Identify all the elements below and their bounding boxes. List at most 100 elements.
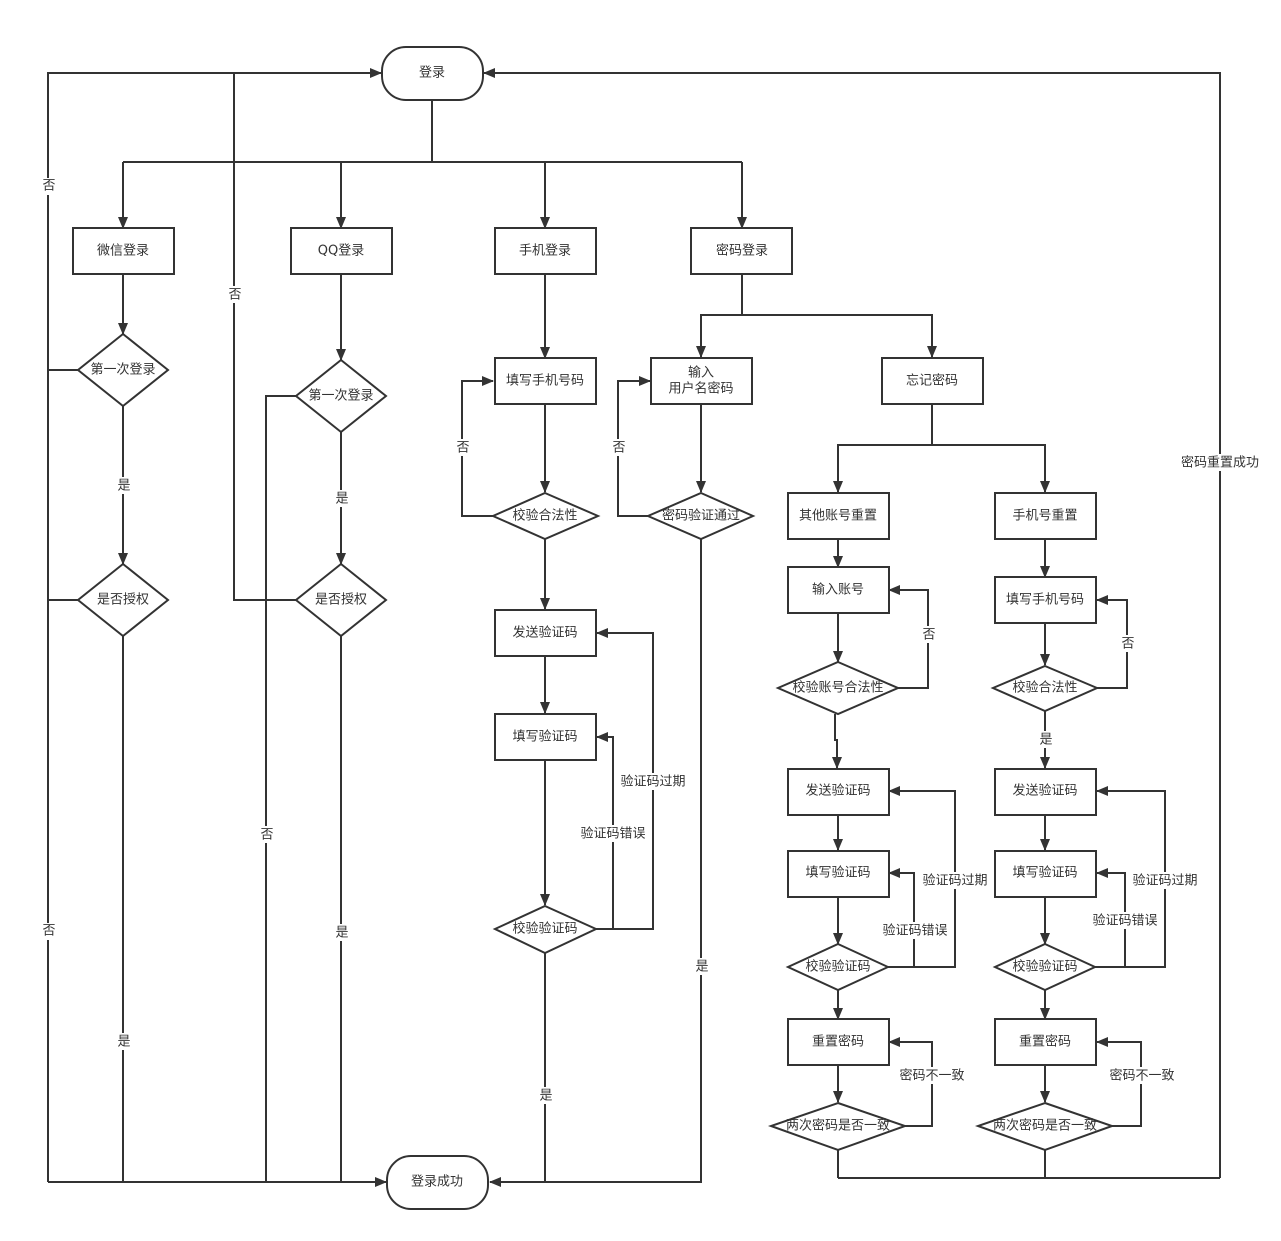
node-login-success: 登录成功 <box>386 1155 489 1210</box>
node-pwd-verify: 密码验证通过 <box>645 491 756 541</box>
label-qq-first-yes: 是 <box>335 492 348 507</box>
node-login: 登录 <box>381 46 484 101</box>
node-fill-phone-label: 填写手机号码 <box>506 374 584 389</box>
label-pwd-verify-yes: 是 <box>695 960 708 975</box>
node-fill-code-label: 填写验证码 <box>512 729 577 745</box>
node-qq-auth-label: 是否授权 <box>315 592 367 608</box>
node-wechat-login: 微信登录 <box>72 227 175 275</box>
edge-verify-yes <box>545 539 702 1183</box>
label-check-legal-no: 否 <box>456 441 469 456</box>
node-wechat-first: 第一次登录 <box>76 332 170 408</box>
node-l-send-code: 发送验证码 <box>787 768 890 816</box>
node-fill-phone: 填写手机号码 <box>494 357 597 405</box>
label-wechat-first-yes: 是 <box>117 479 130 494</box>
edge-checkacc-yes <box>832 714 842 769</box>
node-phone-login-label: 手机登录 <box>519 244 571 259</box>
node-l-fill-code-label: 填写验证码 <box>805 865 870 881</box>
node-l-check-code: 校验验证码 <box>785 942 891 992</box>
node-r-check-legal: 校验合法性 <box>990 664 1100 713</box>
node-forgot-pwd-label: 忘记密码 <box>906 373 958 389</box>
label-wechat-auth-yes: 是 <box>117 1035 130 1050</box>
node-l-confirm: 两次密码是否一致 <box>767 1101 909 1152</box>
node-check-legal-label: 校验合法性 <box>512 508 577 524</box>
node-r-confirm: 两次密码是否一致 <box>974 1101 1116 1152</box>
node-wechat-auth: 是否授权 <box>76 562 170 638</box>
label-code-wrong: 验证码错误 <box>580 826 645 842</box>
node-input-account: 输入账号 <box>787 566 890 614</box>
node-check-legal: 校验合法性 <box>490 491 601 541</box>
label-pwd-reset-success: 密码重置成功 <box>1181 455 1259 471</box>
node-qq-login: QQ登录 <box>290 227 393 275</box>
node-qq-auth: 是否授权 <box>294 562 388 638</box>
node-r-send-code: 发送验证码 <box>994 768 1097 816</box>
node-check-code: 校验验证码 <box>492 904 599 955</box>
label-l-pwd-mismatch: 密码不一致 <box>899 1068 964 1084</box>
label-qq-auth-no: 否 <box>228 288 241 303</box>
node-r-reset-pwd-label: 重置密码 <box>1019 1034 1071 1050</box>
label-r-pwd-mismatch: 密码不一致 <box>1109 1068 1174 1084</box>
node-check-account-label: 校验账号合法性 <box>792 680 883 696</box>
node-wechat-login-label: 微信登录 <box>97 244 149 259</box>
label-l-code-wrong: 验证码错误 <box>882 923 947 939</box>
node-send-code-label: 发送验证码 <box>512 625 577 641</box>
node-l-fill-code: 填写验证码 <box>787 850 890 898</box>
label-r-code-wrong: 验证码错误 <box>1092 913 1157 929</box>
edge-reset-success-return <box>483 68 1221 1178</box>
node-qq-first: 第一次登录 <box>294 358 388 434</box>
node-send-code: 发送验证码 <box>494 609 597 657</box>
label-pwd-verify-no: 否 <box>612 441 625 456</box>
nodes: 登录 登录成功 微信登录 QQ登录 手机登录 密码登录 第一次登录 <box>72 46 1116 1210</box>
label-wechat-auth-no: 否 <box>42 924 55 939</box>
node-r-fill-phone: 填写手机号码 <box>994 576 1097 624</box>
node-password-login: 密码登录 <box>690 227 793 275</box>
node-r-reset-pwd: 重置密码 <box>994 1018 1097 1066</box>
edge-qq-auth-no <box>233 73 296 601</box>
edge-l-code-wrong <box>888 868 915 968</box>
node-fill-code: 填写验证码 <box>494 713 597 761</box>
node-check-account: 校验账号合法性 <box>775 660 901 716</box>
label-r-check-no: 否 <box>1121 637 1134 652</box>
node-l-send-code-label: 发送验证码 <box>805 783 870 799</box>
label-qq-auth-yes: 是 <box>335 926 348 941</box>
node-password-login-label: 密码登录 <box>716 243 768 259</box>
edge-checkcode-yes <box>489 953 546 1187</box>
node-r-check-legal-label: 校验合法性 <box>1012 680 1077 696</box>
node-r-check-code: 校验验证码 <box>992 942 1098 992</box>
edge-labels: 否 否 是 是 否 否 是 是 否 否 验证码过期 验证码错误 是 是 否 验证… <box>41 178 1260 1104</box>
label-r-code-expired: 验证码过期 <box>1132 873 1197 889</box>
node-wechat-first-label: 第一次登录 <box>90 362 155 378</box>
label-check-account-no: 否 <box>922 628 935 643</box>
edge-forgot-to-phone-reset <box>932 444 1050 493</box>
node-input-user-label-line2: 用户名密码 <box>668 381 733 397</box>
edge-forgot-split <box>833 404 933 493</box>
label-r-check-yes: 是 <box>1039 733 1052 748</box>
node-input-account-label: 输入账号 <box>812 582 864 598</box>
node-forgot-pwd: 忘记密码 <box>881 357 984 405</box>
label-qq-first-no: 否 <box>260 828 273 843</box>
node-other-reset-label: 其他账号重置 <box>799 508 877 524</box>
label-code-expired: 验证码过期 <box>620 774 685 790</box>
node-r-fill-code: 填写验证码 <box>994 850 1097 898</box>
node-qq-first-label: 第一次登录 <box>308 388 373 404</box>
edge-pwd-to-forgot <box>742 314 937 358</box>
node-r-confirm-label: 两次密码是否一致 <box>993 1118 1097 1134</box>
node-login-label: 登录 <box>419 66 445 81</box>
node-pwd-verify-label: 密码验证通过 <box>662 508 740 524</box>
node-phone-reset: 手机号重置 <box>994 492 1097 540</box>
node-r-fill-phone-label: 填写手机号码 <box>1006 593 1084 608</box>
node-l-reset-pwd-label: 重置密码 <box>812 1034 864 1050</box>
node-r-send-code-label: 发送验证码 <box>1012 783 1077 799</box>
node-r-check-code-label: 校验验证码 <box>1012 959 1077 975</box>
node-phone-login: 手机登录 <box>494 227 597 275</box>
node-input-user: 输入 用户名密码 <box>650 357 753 405</box>
label-wechat-first-no: 否 <box>42 179 55 194</box>
edge-qq-first-no <box>265 395 296 1182</box>
label-l-code-expired: 验证码过期 <box>922 873 987 889</box>
edges <box>47 68 1221 1187</box>
node-l-confirm-label: 两次密码是否一致 <box>786 1118 890 1134</box>
node-other-reset: 其他账号重置 <box>787 492 890 540</box>
node-input-user-label-line1: 输入 <box>688 365 714 381</box>
node-r-fill-code-label: 填写验证码 <box>1012 865 1077 881</box>
edge-pwd-split <box>696 274 743 358</box>
